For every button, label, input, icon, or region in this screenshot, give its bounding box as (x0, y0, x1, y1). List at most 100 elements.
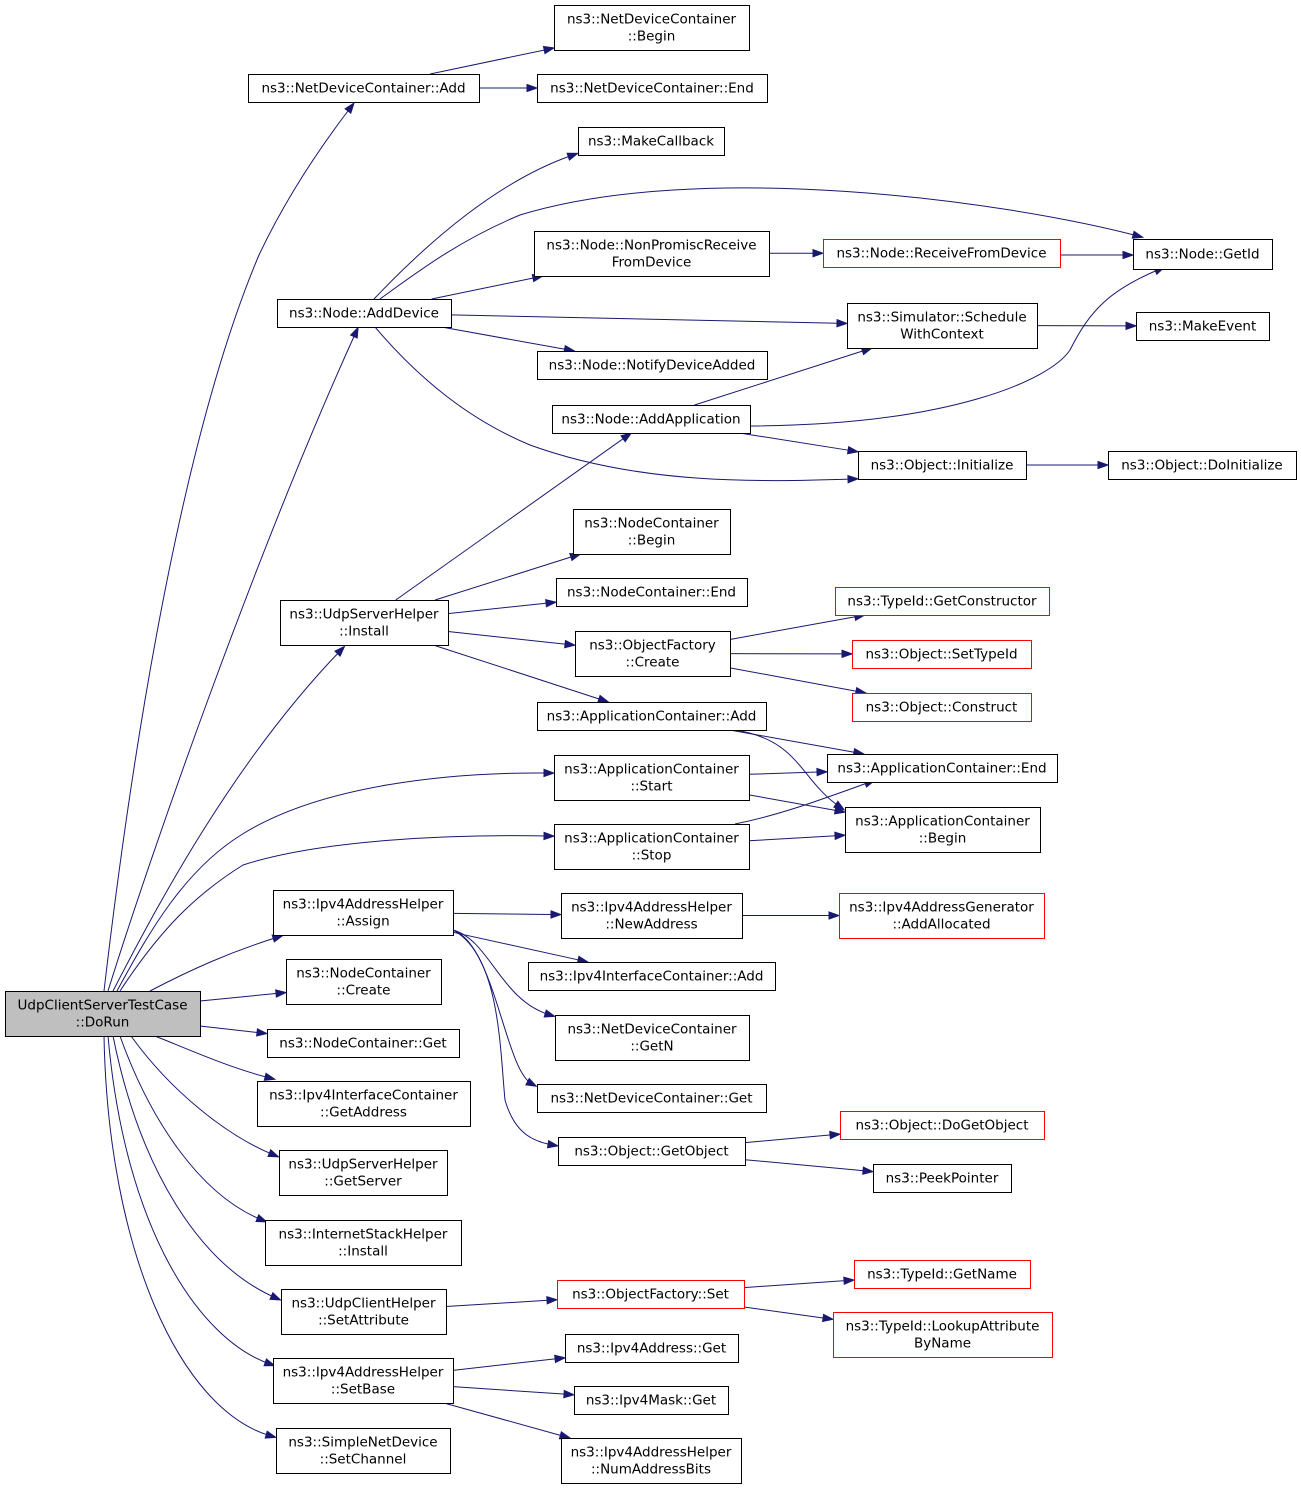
node-n28[interactable]: ns3::Ipv4AddressHelper::NewAddress (561, 893, 743, 939)
node-n37[interactable]: ns3::NodeContainer::Get (267, 1029, 460, 1058)
node-n30[interactable]: ns3::Ipv4InterfaceContainer::Add (528, 962, 776, 991)
node-n13[interactable]: ns3::Object::DoInitialize (1108, 451, 1297, 480)
node-n17[interactable]: ns3::NodeContainer::End (556, 578, 748, 607)
node-n1[interactable]: ns3::NetDeviceContainer::Add (248, 74, 480, 103)
node-box (852, 640, 1032, 669)
node-n35[interactable]: ns3::PeekPointer (873, 1164, 1012, 1193)
node-n41[interactable]: ns3::UdpClientHelper::SetAttribute (281, 1289, 447, 1335)
node-n31[interactable]: ns3::NetDeviceContainer::GetN (555, 1015, 750, 1061)
node-n6[interactable]: ns3::Node::GetId (1133, 239, 1273, 270)
arrowhead-icon (546, 1296, 559, 1305)
node-n29[interactable]: ns3::Ipv4AddressGenerator::AddAllocated (839, 893, 1045, 939)
node-n46[interactable]: ns3::Ipv4Address::Get (565, 1334, 739, 1363)
arrowhead-icon (816, 767, 829, 777)
node-n14[interactable]: ns3::UdpServerHelper::Install (280, 600, 449, 646)
edge-n0-n37 (199, 1025, 269, 1037)
node-box (558, 1137, 746, 1166)
node-n22[interactable]: ns3::ApplicationContainer::Add (537, 702, 767, 731)
edge-n33-n34 (744, 1130, 842, 1144)
edge-line (729, 667, 858, 692)
node-label: ::Begin (919, 831, 967, 847)
edge-n25-n23 (748, 767, 829, 777)
arrowhead-icon (275, 989, 288, 998)
node-label: ns3::TypeId::LookupAttribute (846, 1319, 1040, 1335)
node-n27[interactable]: ns3::Ipv4AddressHelper::Assign (273, 890, 454, 936)
node-n49[interactable]: ns3::SimpleNetDevice::SetChannel (276, 1428, 451, 1474)
node-n21[interactable]: ns3::Object::Construct (852, 693, 1032, 722)
node-label: ::GetN (630, 1039, 673, 1055)
edge-n45-n48 (443, 1402, 572, 1440)
node-n3[interactable]: ns3::NetDeviceContainer::End (537, 74, 768, 103)
node-label: ::SetBase (331, 1382, 395, 1398)
node-n11[interactable]: ns3::Node::NotifyDeviceAdded (537, 351, 768, 380)
arrowhead-icon (566, 152, 580, 161)
node-box (537, 1084, 767, 1113)
node-n10[interactable]: ns3::MakeEvent (1136, 312, 1270, 341)
node-n48[interactable]: ns3::Ipv4AddressHelper::NumAddressBits (561, 1438, 742, 1484)
edge-line (434, 556, 572, 601)
node-n12[interactable]: ns3::Object::Initialize (858, 451, 1027, 480)
node-box (578, 127, 725, 156)
arrowhead-icon (822, 1313, 835, 1323)
node-n2[interactable]: ns3::NetDeviceContainer::Begin (554, 5, 750, 51)
edge-n0-n26 (119, 831, 556, 992)
node-n4[interactable]: ns3::Node::AddDevice (277, 299, 452, 328)
node-label: ns3::NetDeviceContainer::Add (261, 81, 465, 97)
node-n19[interactable]: ns3::TypeId::GetConstructor (835, 587, 1050, 616)
node-n36[interactable]: ns3::NodeContainer::Create (286, 959, 442, 1005)
node-n26[interactable]: ns3::ApplicationContainer::Stop (554, 824, 750, 870)
node-n42[interactable]: ns3::ObjectFactory::Set (557, 1280, 745, 1309)
node-n43[interactable]: ns3::TypeId::GetName (854, 1260, 1031, 1289)
node-n25[interactable]: ns3::ApplicationContainer::Start (554, 755, 750, 801)
node-n15[interactable]: ns3::Node::AddApplication (552, 405, 751, 434)
node-n34[interactable]: ns3::Object::DoGetObject (840, 1111, 1045, 1140)
edge-line (379, 187, 1139, 300)
node-n39[interactable]: ns3::UdpServerHelper::GetServer (279, 1150, 448, 1196)
node-n24[interactable]: ns3::ApplicationContainer::Begin (845, 807, 1041, 853)
arrowhead-icon (334, 645, 346, 657)
edge-n18-n20 (729, 649, 854, 659)
node-n40[interactable]: ns3::InternetStackHelper::Install (265, 1220, 462, 1266)
arrowhead-icon (563, 1389, 576, 1399)
node-box (554, 5, 750, 51)
node-label: ns3::Node::NotifyDeviceAdded (549, 358, 756, 374)
edge-line (149, 936, 279, 992)
edge-line (103, 1035, 272, 1437)
arrowhead-icon (271, 934, 285, 943)
node-box (534, 231, 770, 277)
node-n8[interactable]: ns3::Node::ReceiveFromDevice (823, 239, 1061, 268)
edge-line (748, 835, 837, 842)
node-n20[interactable]: ns3::Object::SetTypeId (852, 640, 1032, 669)
edge-n15-n9 (694, 347, 874, 406)
node-n5[interactable]: ns3::MakeCallback (578, 127, 725, 156)
node-n23[interactable]: ns3::ApplicationContainer::End (827, 754, 1058, 783)
node-label: ns3::Ipv4Mask::Get (586, 1393, 716, 1409)
edge-line (452, 931, 580, 961)
arrowhead-icon (597, 694, 610, 703)
node-n32[interactable]: ns3::NetDeviceContainer::Get (537, 1084, 767, 1113)
node-n45[interactable]: ns3::Ipv4AddressHelper::SetBase (273, 1358, 454, 1404)
node-n18[interactable]: ns3::ObjectFactory::Create (575, 631, 731, 677)
node-label: ns3::ApplicationContainer (564, 762, 739, 778)
node-n33[interactable]: ns3::Object::GetObject (558, 1137, 746, 1166)
node-n16[interactable]: ns3::NodeContainer::Begin (573, 509, 731, 555)
edge-n14-n18 (447, 631, 577, 649)
node-box (5, 991, 201, 1037)
edge-line (199, 992, 282, 1002)
node-n38[interactable]: ns3::Ipv4InterfaceContainer::GetAddress (257, 1081, 471, 1127)
edge-line (119, 835, 550, 992)
edge-line (443, 1402, 562, 1437)
edge-n22-n23 (729, 729, 866, 757)
edge-n1-n2 (430, 45, 556, 75)
node-n47[interactable]: ns3::Ipv4Mask::Get (574, 1386, 729, 1415)
node-label: FromDevice (612, 255, 692, 271)
node-n0[interactable]: UdpClientServerTestCase::DoRun (5, 991, 201, 1037)
node-label: ns3::Ipv4AddressHelper (283, 897, 444, 913)
node-box (528, 962, 776, 991)
node-box (552, 405, 751, 434)
node-label: ns3::InternetStackHelper (279, 1227, 448, 1243)
edge-line (743, 1306, 825, 1319)
